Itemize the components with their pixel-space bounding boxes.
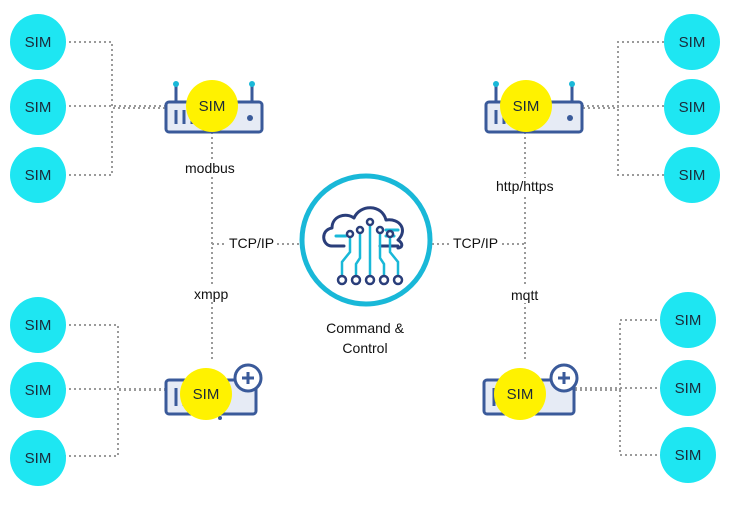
protocol-label-modbus: modbus <box>183 160 237 176</box>
center-caption: Command & Control <box>300 318 430 358</box>
sim-node: SIM <box>660 292 716 348</box>
protocol-label-http: http/https <box>494 178 556 194</box>
sim-node: SIM <box>664 79 720 135</box>
sim-node: SIM <box>664 147 720 203</box>
link-label-tcpip-left: TCP/IP <box>227 235 277 251</box>
sim-node: SIM <box>660 427 716 483</box>
sim-node-gateway: SIM <box>180 368 232 420</box>
sim-node: SIM <box>10 297 66 353</box>
sim-node: SIM <box>10 430 66 486</box>
link-label-tcpip-right: TCP/IP <box>451 235 501 251</box>
protocol-label-mqtt: mqtt <box>509 287 541 303</box>
protocol-label-xmpp: xmpp <box>192 286 231 302</box>
sim-node-gateway: SIM <box>500 80 552 132</box>
command-control-hub <box>298 172 434 308</box>
sim-node: SIM <box>10 147 66 203</box>
sim-node-gateway: SIM <box>494 368 546 420</box>
caption-line-1: Command & <box>326 320 404 336</box>
cloud-circuit-icon <box>299 173 433 307</box>
sim-node: SIM <box>660 360 716 416</box>
caption-line-2: Control <box>342 340 388 356</box>
sim-node: SIM <box>10 79 66 135</box>
sim-node-gateway: SIM <box>186 80 238 132</box>
sim-node: SIM <box>10 14 66 70</box>
sim-node: SIM <box>664 14 720 70</box>
sim-node: SIM <box>10 362 66 418</box>
